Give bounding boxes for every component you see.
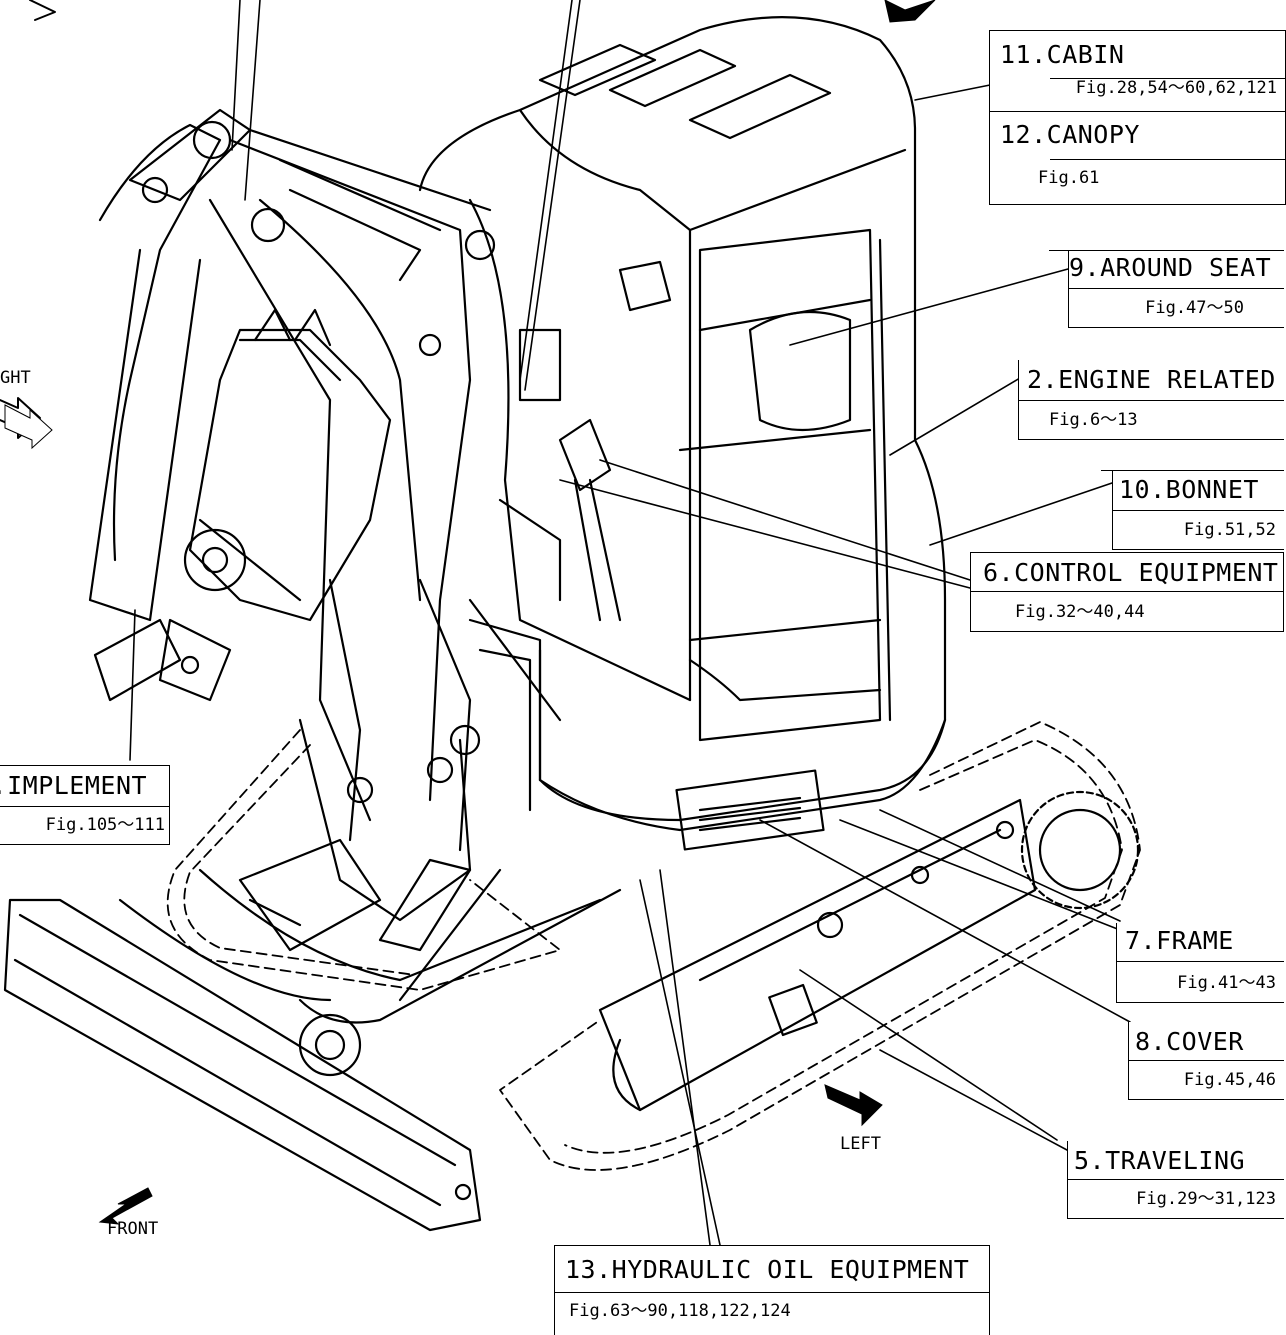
hydraulic-oil-equipment-ref: Fig.63〜90,118,122,124 <box>569 1301 791 1321</box>
cabin-title: 11.CABIN <box>1000 40 1125 69</box>
cabin-body <box>418 16 947 851</box>
frame-ref: Fig.41〜43 <box>1177 973 1276 993</box>
hydraulic-oil-mid-rule <box>555 1292 989 1293</box>
callout-traveling: 5.TRAVELING Fig.29〜31,123 <box>1067 1141 1284 1219</box>
implement-mid-rule <box>0 806 169 807</box>
control-equipment-mid-rule <box>971 591 1283 592</box>
engine-related-title: 2.ENGINE RELATED <box>1027 365 1276 394</box>
left-direction-label: LEFT <box>840 1134 881 1154</box>
front-direction-label: FRONT <box>107 1219 159 1239</box>
frame-mid-rule <box>1117 961 1284 962</box>
callout-engine-related: 2.ENGINE RELATED Fig.6〜13 <box>1018 360 1284 440</box>
canopy-title: 12.CANOPY <box>1000 120 1140 149</box>
control-levers <box>468 328 622 722</box>
canopy-ref: Fig.61 <box>1038 168 1100 188</box>
left-arrow-icon <box>824 1084 883 1127</box>
cover-ref: Fig.45,46 <box>1183 1070 1276 1090</box>
callout-control-equipment: 6.CONTROL EQUIPMENT Fig.32〜40,44 <box>970 552 1284 632</box>
right-arrow-icon <box>4 404 53 450</box>
right-track-frame <box>238 838 382 952</box>
bonnet-mid-rule <box>1113 510 1284 511</box>
callout-cabin-canopy: 11.CABIN Fig.28,54〜60,62,121 12.CANOPY F… <box>989 30 1286 205</box>
callout-hydraulic-oil-equipment: 13.HYDRAULIC OIL EQUIPMENT Fig.63〜90,118… <box>554 1245 990 1335</box>
bonnet-top-rule <box>1101 470 1284 471</box>
traveling-mid-rule <box>1068 1179 1284 1180</box>
dozer-blade <box>3 858 622 1232</box>
front-arrow-icon <box>98 1187 153 1225</box>
callout-frame: 7.FRAME Fig.41〜43 <box>1116 923 1284 1003</box>
canopy-inner-rule <box>1050 159 1285 160</box>
bonnet-title: 10.BONNET <box>1119 475 1259 504</box>
around-seat-ref: Fig.47〜50 <box>1145 298 1244 318</box>
control-equipment-ref: Fig.32〜40,44 <box>1015 602 1145 622</box>
callout-bonnet: 10.BONNET Fig.51,52 <box>1101 470 1284 550</box>
bucket <box>93 308 392 702</box>
engine-related-mid-rule <box>1019 400 1284 401</box>
implement-ref: Fig.105〜111 <box>45 815 165 835</box>
traveling-title: 5.TRAVELING <box>1074 1146 1246 1175</box>
engine-related-ref: Fig.6〜13 <box>1049 410 1138 430</box>
implement-title: 5.IMPLEMENT <box>0 771 148 800</box>
top-arrow-icon <box>884 0 936 23</box>
callout-around-seat: 9.AROUND SEAT Fig.47〜50 <box>1049 250 1284 328</box>
right-crawler-outline <box>166 729 561 991</box>
around-seat-mid-rule <box>1069 288 1284 289</box>
frame-title: 7.FRAME <box>1125 926 1234 955</box>
boom-arm <box>88 108 496 822</box>
around-seat-title: 9.AROUND SEAT <box>1069 253 1272 282</box>
left-crawler-outline <box>499 721 1141 1171</box>
around-seat-top-rule <box>1049 250 1284 251</box>
cover-title: 8.COVER <box>1135 1027 1244 1056</box>
control-equipment-title: 6.CONTROL EQUIPMENT <box>983 558 1279 587</box>
bonnet-ref: Fig.51,52 <box>1183 520 1276 540</box>
swing-bracket <box>298 578 542 922</box>
callout-implement: 5.IMPLEMENT Fig.105〜111 <box>0 765 170 845</box>
hydraulic-oil-equipment-title: 13.HYDRAULIC OIL EQUIPMENT <box>565 1255 970 1284</box>
cabin-inner-rule <box>1050 78 1285 79</box>
cabin-separator <box>990 111 1285 112</box>
right-direction-label: GHT <box>0 368 31 388</box>
leader-lines <box>129 0 1131 1246</box>
cover-mid-rule <box>1129 1060 1284 1061</box>
traveling-ref: Fig.29〜31,123 <box>1136 1189 1276 1209</box>
callout-cover: 8.COVER Fig.45,46 <box>1128 1022 1284 1100</box>
left-track-frame <box>598 790 1140 1112</box>
cabin-ref: Fig.28,54〜60,62,121 <box>1075 78 1277 98</box>
